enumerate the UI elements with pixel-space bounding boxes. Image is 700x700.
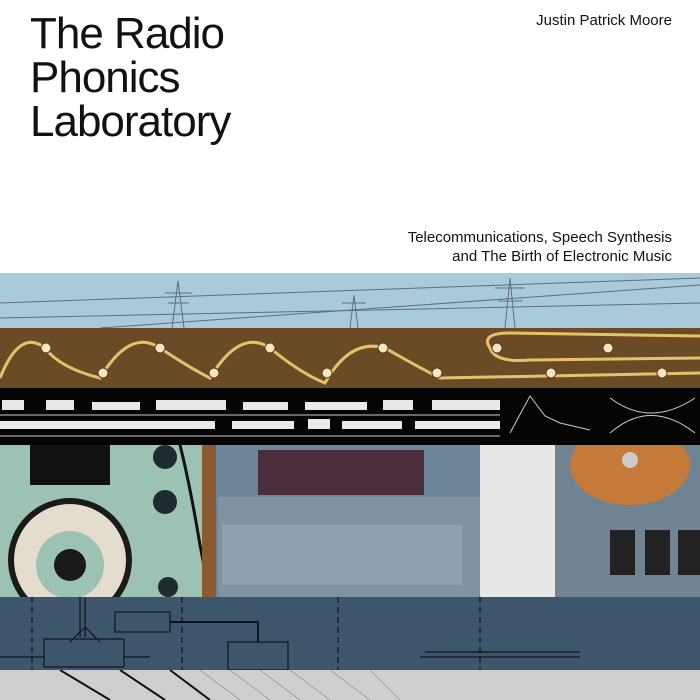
subtitle-line: Telecommunications, Speech Synthesis xyxy=(407,229,672,246)
title-line: Laboratory xyxy=(30,97,231,146)
subtitle-line: and The Birth of Electronic Music xyxy=(452,248,672,265)
schematic-diagram-image xyxy=(0,597,700,670)
circuit-board-image xyxy=(0,328,700,388)
book-subtitle: Telecommunications, Speech Synthesis and… xyxy=(408,228,672,266)
book-title: The Radio Phonics Laboratory xyxy=(30,9,231,146)
title-line: Phonics xyxy=(30,53,181,102)
title-line: The Radio xyxy=(30,9,225,58)
equipment-photo xyxy=(0,445,700,597)
sky-pylons-image xyxy=(0,273,700,328)
notation-strip-image xyxy=(0,388,700,445)
author-name: Justin Patrick Moore xyxy=(536,12,672,29)
bottom-texture-image xyxy=(0,670,700,700)
